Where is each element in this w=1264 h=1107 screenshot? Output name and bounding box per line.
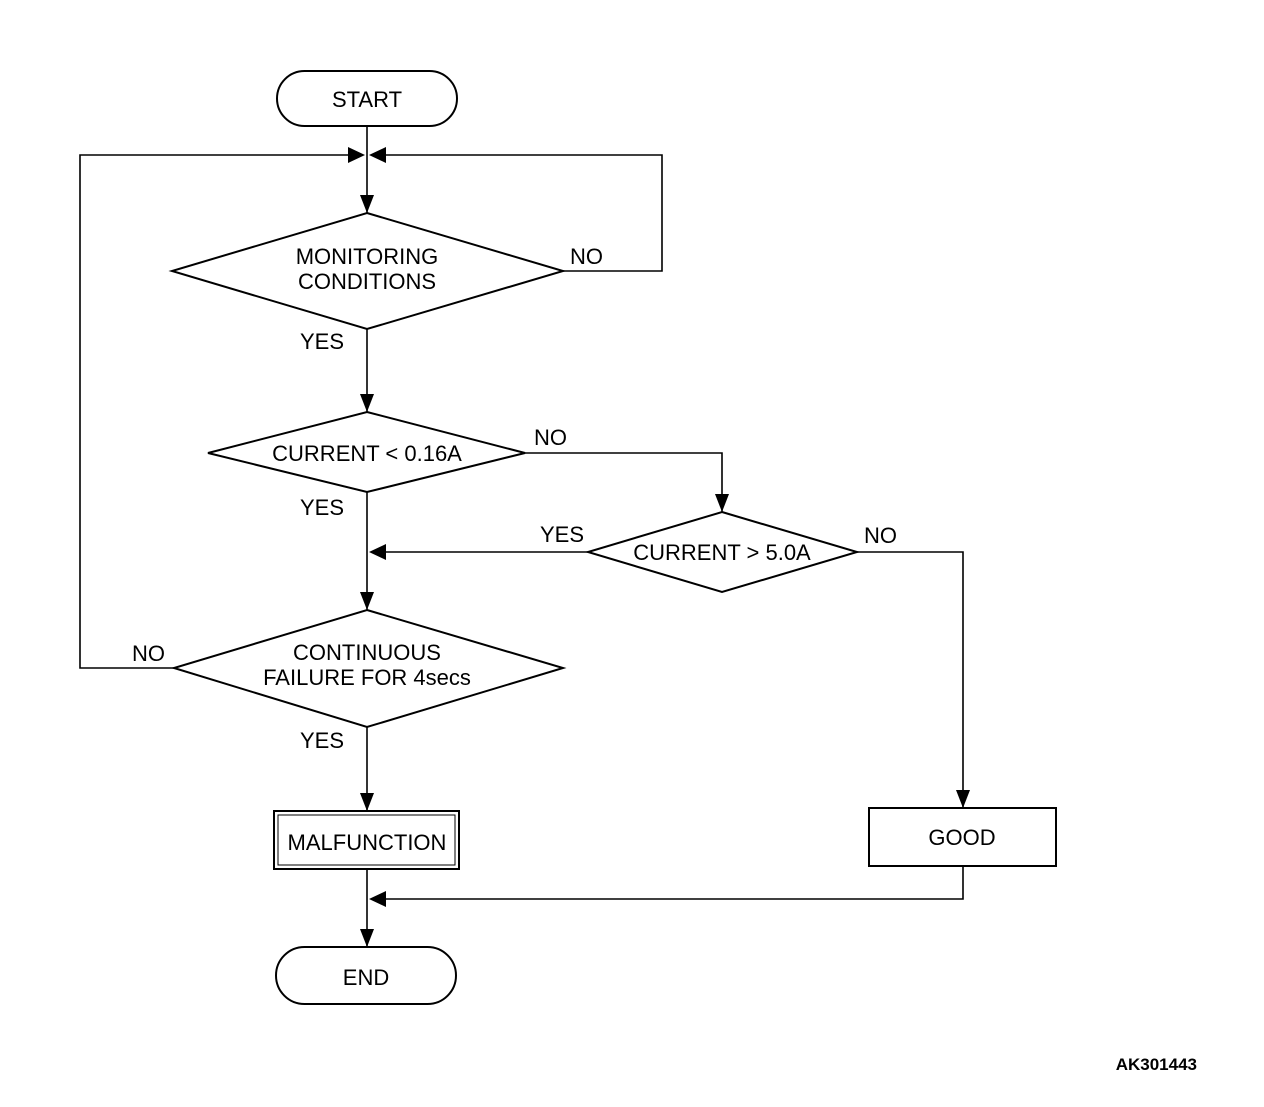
figure-code: AK301443 [1116, 1055, 1197, 1074]
good-label: GOOD [928, 825, 995, 850]
current-low-decision: CURRENT < 0.16A [207, 410, 526, 494]
monitoring-label-line2: CONDITIONS [298, 269, 436, 294]
end-node: END [275, 946, 457, 1005]
arrowhead-loop-right [369, 147, 386, 163]
current-low-yes-label: YES [300, 495, 344, 520]
edge-good-to-end [380, 866, 964, 900]
edge-continuous-no-loop [79, 154, 354, 669]
start-node: START [276, 70, 458, 127]
current-low-label: CURRENT < 0.16A [272, 441, 462, 466]
edge-monitoring-no-loop [380, 154, 663, 272]
malfunction-node: MALFUNCTION [273, 810, 460, 870]
continuous-no-label: NO [132, 641, 165, 666]
monitoring-yes-label: YES [300, 329, 344, 354]
arrowhead-into-current-low [360, 394, 374, 412]
continuous-label-line2: FAILURE FOR 4secs [263, 665, 471, 690]
current-high-no-label: NO [864, 523, 897, 548]
start-label: START [332, 87, 402, 112]
arrowhead-into-monitoring [360, 195, 374, 213]
monitoring-no-label: NO [570, 244, 603, 269]
good-node: GOOD [868, 807, 1057, 867]
continuous-label-line1: CONTINUOUS [293, 640, 441, 665]
current-low-no-label: NO [534, 425, 567, 450]
arrowhead-into-good [956, 790, 970, 808]
current-high-decision: CURRENT > 5.0A [584, 510, 861, 594]
end-label: END [343, 965, 389, 990]
malfunction-label: MALFUNCTION [288, 830, 447, 855]
current-high-label: CURRENT > 5.0A [633, 540, 811, 565]
current-high-yes-label: YES [540, 522, 584, 547]
edge-current-low-no [525, 452, 723, 512]
arrowhead-into-malfunction [360, 793, 374, 811]
continuous-failure-decision: CONTINUOUS FAILURE FOR 4secs [170, 608, 567, 729]
edge-labels: NO YES NO YES YES NO NO YES [132, 244, 897, 753]
continuous-yes-label: YES [300, 728, 344, 753]
arrowhead-into-continuous [360, 592, 374, 610]
arrowhead-loop-left [348, 147, 365, 163]
arrowhead-current-high-yes [369, 544, 386, 560]
arrowhead-into-current-high [715, 494, 729, 512]
monitoring-label-line1: MONITORING [296, 244, 439, 269]
arrowhead-good-merge [369, 891, 386, 907]
arrowhead-into-end [360, 929, 374, 947]
connectors [79, 126, 964, 947]
edge-current-high-no [857, 551, 964, 808]
arrowheads [348, 147, 970, 947]
monitoring-conditions-decision: MONITORING CONDITIONS [168, 211, 567, 331]
